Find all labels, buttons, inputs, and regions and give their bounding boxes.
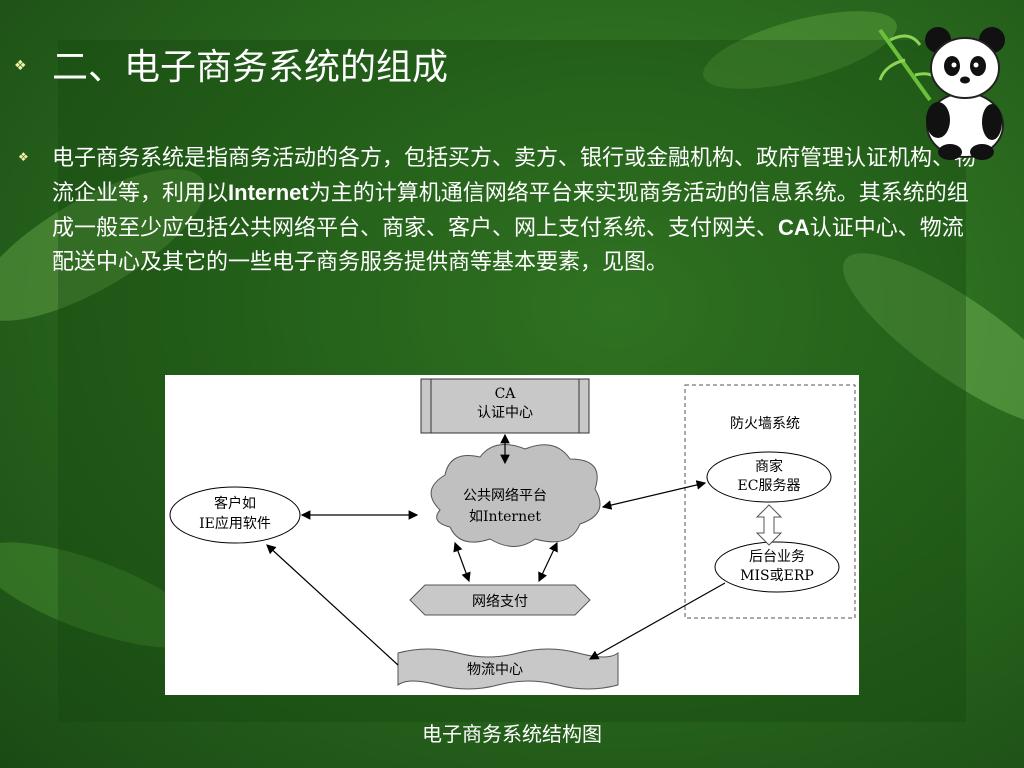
public-network-cloud: 公共网络平台 如Internet — [430, 444, 601, 547]
paragraph-bold-term: Internet — [228, 180, 309, 205]
customer-label: 客户如 — [214, 495, 256, 512]
merchant-backend-link — [755, 504, 783, 546]
backend-sublabel: MIS或ERP — [740, 568, 814, 584]
backend-logistics-arrow — [588, 582, 726, 660]
slide-title: 二、电子商务系统的组成 — [52, 47, 449, 88]
merchant-node: 商家 EC服务器 — [706, 451, 832, 503]
slide-paragraph: 电子商务系统是指商务活动的各方，包括买方、卖方、银行或金融机构、政府管理认证机构… — [52, 142, 982, 280]
logistics-label: 物流中心 — [467, 662, 523, 678]
figure-caption: 电子商务系统结构图 — [422, 722, 602, 746]
backend-label: 后台业务 — [749, 549, 805, 565]
network-payment-arrow-right — [538, 541, 558, 583]
firewall-label: 防火墙系统 — [730, 416, 800, 432]
customer-sublabel: IE应用软件 — [199, 515, 271, 532]
panda-icon — [878, 27, 1005, 160]
payment-node: 网络支付 — [409, 584, 591, 616]
paragraph-bold-term: CA — [778, 215, 810, 240]
merchant-label: 商家 — [755, 458, 783, 475]
backend-node: 后台业务 MIS或ERP — [714, 541, 840, 593]
payment-label: 网络支付 — [472, 594, 528, 610]
paragraph-text: 为主的计算机通信网络平台来实现商务活动的信息系统。其系统的组成一般至少应包括公共… — [52, 181, 969, 241]
ca-label: CA — [495, 386, 517, 402]
merchant-sublabel: EC服务器 — [738, 478, 801, 494]
network-label: 公共网络平台 — [463, 488, 547, 504]
paragraph-text: 认证中心、物流配送中心及其它的一些电子商务服务提供商等基本要素，见图。 — [52, 216, 964, 275]
logistics-node: 物流中心 — [397, 648, 619, 690]
customer-node: 客户如 IE应用软件 — [169, 486, 301, 544]
network-merchant-arrow — [601, 480, 707, 510]
paragraph-text: 电子商务系统是指商务活动的各方，包括买方、卖方、银行或金融机构、政府管理认证机构… — [52, 146, 977, 206]
network-sublabel: 如Internet — [469, 509, 541, 525]
ca-sublabel: 认证中心 — [477, 405, 533, 421]
paragraph-bullet-icon: ❖ — [18, 150, 29, 164]
ca-node: CA 认证中心 — [420, 378, 590, 434]
network-payment-arrow-left — [453, 541, 471, 583]
logistics-customer-arrow — [266, 544, 399, 666]
system-structure-diagram: 防火墙系统 CA 认证中心 公共网络平台 如Internet 客户如 IE应用软… — [165, 375, 859, 695]
title-bullet-icon: ❖ — [14, 58, 27, 74]
